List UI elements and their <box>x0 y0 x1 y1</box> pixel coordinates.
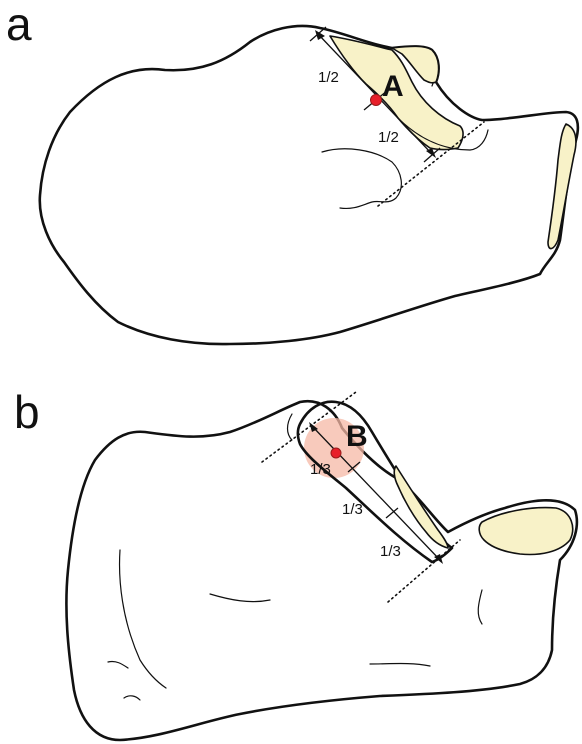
segment-label-a-2: 1/2 <box>378 129 399 146</box>
segment-label-a-1: 1/2 <box>318 69 339 86</box>
panel-a: a A 1/2 1/2 <box>6 0 578 344</box>
panel-b: b B 1/3 1/3 1/3 <box>14 386 577 740</box>
bone-outline-a <box>40 26 578 344</box>
point-label-b: B <box>346 420 368 453</box>
segment-label-b-3: 1/3 <box>380 543 401 560</box>
point-b-marker <box>331 448 341 458</box>
segment-label-b-1: 1/3 <box>310 461 331 478</box>
panel-letter-b: b <box>14 386 40 438</box>
point-a-marker <box>371 95 382 106</box>
panel-letter-a: a <box>6 0 32 50</box>
segment-label-b-2: 1/3 <box>342 501 363 518</box>
point-label-a: A <box>382 70 404 103</box>
